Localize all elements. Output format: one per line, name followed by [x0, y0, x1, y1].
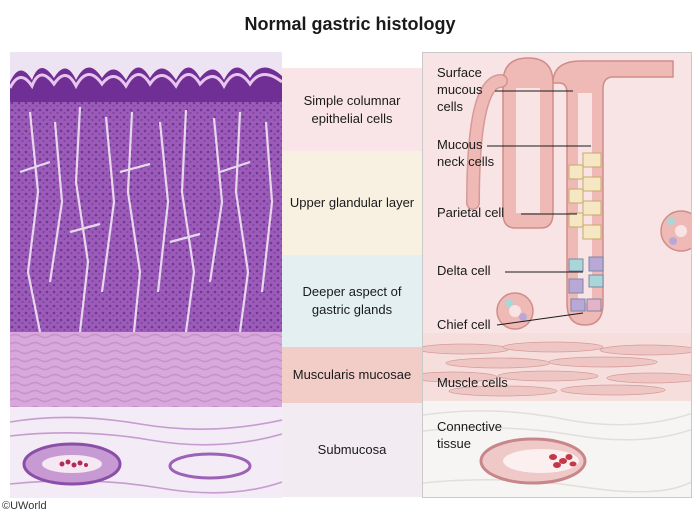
- copyright-notice: ©UWorld: [2, 500, 47, 512]
- layer-deeper-gastric-glands: Deeper aspect of gastric glands: [282, 255, 422, 347]
- label-muscle-cells: Muscle cells: [437, 375, 508, 390]
- label-connective-tissue: Connective tissue: [437, 419, 502, 453]
- label-surface-line-2: mucous: [437, 81, 483, 97]
- histology-micrograph: [10, 52, 282, 498]
- label-parietal-cell: Parietal cell: [437, 205, 505, 220]
- label-mucous-neck-line-2: neck cells: [437, 153, 495, 169]
- label-chief-cell: Chief cell: [437, 317, 491, 332]
- label-surface-line-1: Surface: [437, 65, 482, 80]
- gastric-gland-illustration: Surface mucous cells Mucous neck cells P…: [422, 52, 692, 498]
- layer-simple-columnar-epithelium: Simple columnar epithelial cells: [282, 68, 422, 151]
- label-delta-cell: Delta cell: [437, 263, 491, 278]
- layer-submucosa: Submucosa: [282, 403, 422, 497]
- label-mucous-neck-cells: Mucous neck cells: [437, 137, 494, 171]
- label-connective-line-1: Connective: [437, 419, 503, 434]
- layer-muscularis-mucosae: Muscularis mucosae: [282, 347, 422, 403]
- label-surface-mucous-cells: Surface mucous cells: [437, 65, 483, 116]
- label-connective-line-2: tissue: [437, 435, 471, 451]
- layer-bands: Simple columnar epithelial cells Upper g…: [282, 68, 422, 497]
- layer-upper-glandular: Upper glandular layer: [282, 151, 422, 255]
- label-surface-line-3: cells: [437, 98, 464, 114]
- figure-title: Normal gastric histology: [244, 14, 456, 34]
- label-mucous-neck-line-1: Mucous: [437, 137, 483, 152]
